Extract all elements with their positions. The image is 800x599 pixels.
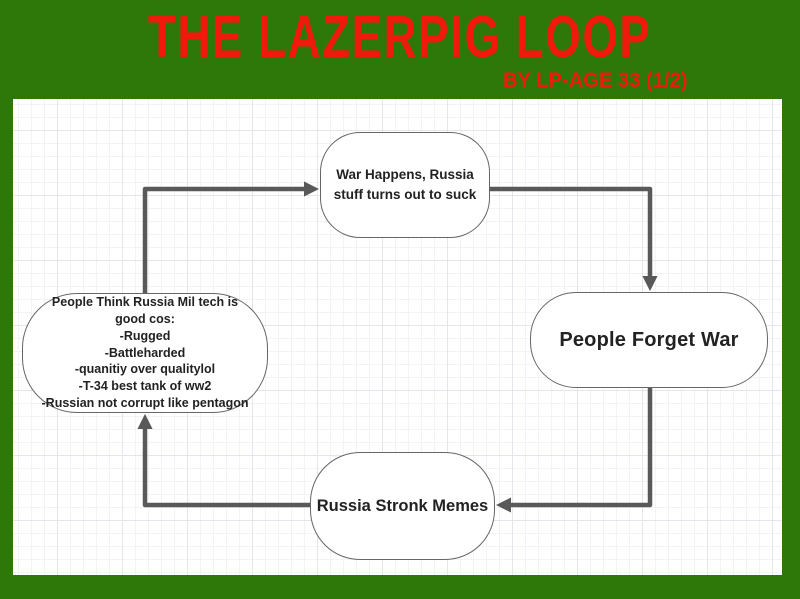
node-war-happens: War Happens, Russia stuff turns out to s… [320, 132, 490, 238]
arrow-right-to-bottom [495, 388, 653, 513]
page-subtitle: BY LP-AGE 33 (1/2) [503, 69, 688, 92]
arrow-top-to-right [490, 186, 658, 292]
node-russia-stronk-memes: Russia Stronk Memes [310, 452, 495, 560]
arrow-left-to-top [142, 181, 320, 293]
node-label: People Forget War [559, 328, 739, 351]
node-label: Russia Stronk Memes [316, 496, 489, 515]
page-title: THE LAZERPIG LOOP [0, 3, 800, 71]
diagram-canvas: War Happens, Russia stuff turns out to s… [13, 99, 782, 575]
arrow-bottom-to-left [137, 413, 310, 508]
node-label: People Think Russia Mil tech is good cos… [41, 295, 249, 410]
node-people-forget-war: People Forget War [530, 292, 768, 388]
arrows-layer [137, 181, 658, 513]
page-title-text: THE LAZERPIG LOOP [148, 3, 652, 71]
node-people-think-russia-tech-good: People Think Russia Mil tech is good cos… [22, 293, 268, 413]
node-label: War Happens, Russia stuff turns out to s… [333, 166, 477, 202]
